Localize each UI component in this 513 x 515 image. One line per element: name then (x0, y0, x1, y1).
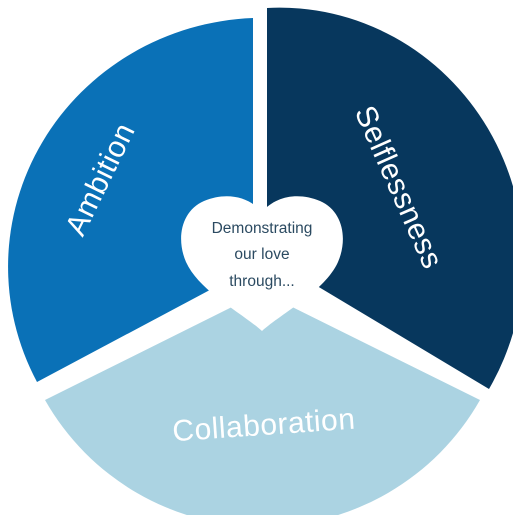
segment-ambition (8, 18, 253, 382)
center-text-line-3: through... (229, 273, 295, 290)
segment-collaboration (45, 292, 480, 515)
heart-icon (181, 196, 343, 331)
segment-selflessness (267, 7, 513, 389)
center-text-line-2: our love (234, 246, 289, 263)
center-text-line-1: Demonstrating (212, 220, 313, 237)
